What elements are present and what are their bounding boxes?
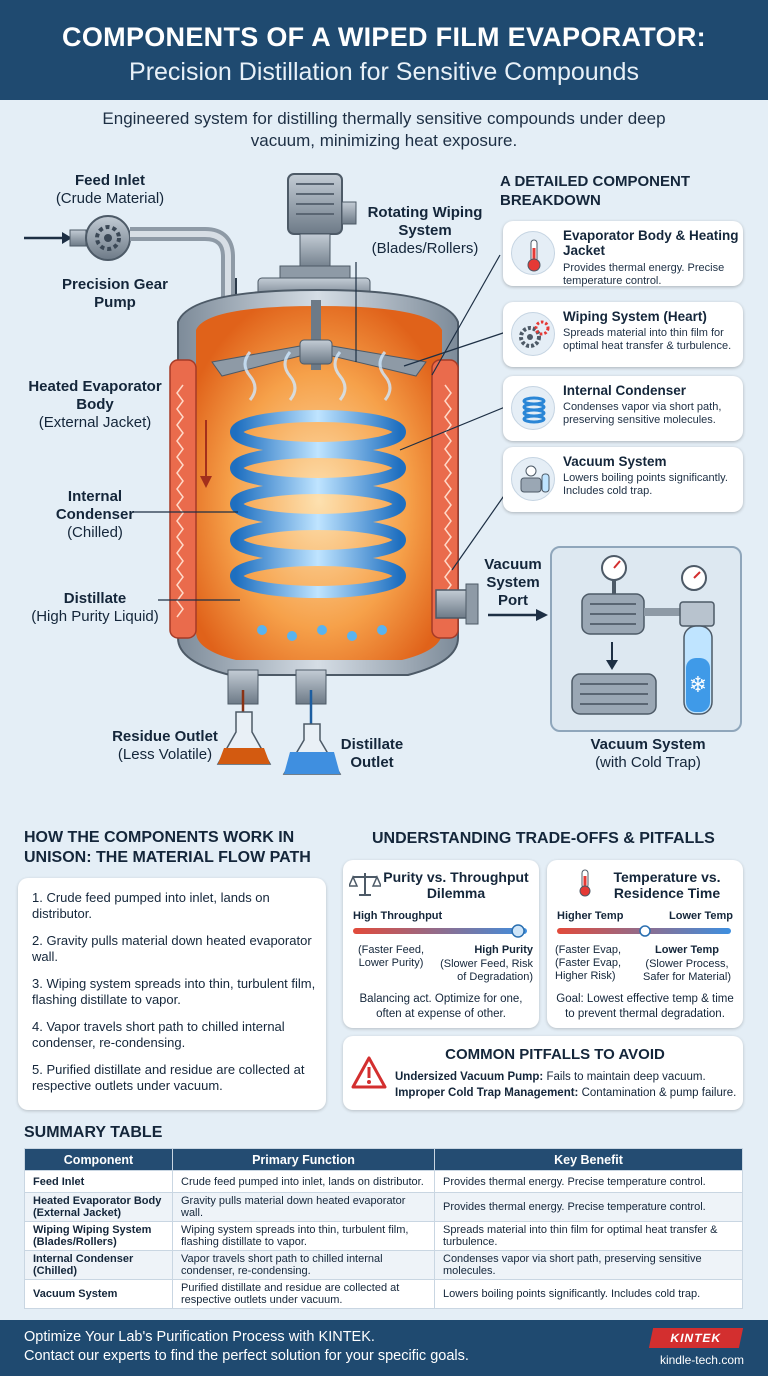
temperature-slider-knob: [639, 925, 651, 937]
table-row: Feed Inlet Crude feed pumped into inlet,…: [24, 1170, 743, 1193]
flow-step: 5. Purified distillate and residue are c…: [32, 1062, 305, 1093]
table-cell: Wiping Wiping System (Blades/Rollers): [24, 1221, 173, 1251]
breakdown-title: A DETAILED COMPONENT BREAKDOWN: [500, 173, 690, 209]
breakdown-card-internal-condenser: Internal Condenser Condenses vapor via s…: [503, 376, 743, 441]
page-title: COMPONENTS OF A WIPED FILM EVAPORATOR:: [62, 22, 706, 52]
breakdown-card-evaporator-body: Evaporator Body & Heating Jacket Provide…: [503, 221, 743, 287]
label-heated-body: Heated Evaporator Body(External Jacket): [28, 378, 162, 431]
table-cell: Crude feed pumped into inlet, lands on d…: [172, 1170, 435, 1193]
breakdown-card-vacuum-system: Vacuum System Lowers boiling points sign…: [503, 447, 743, 512]
thermometer-icon: [579, 869, 591, 897]
label-distillate-outlet: Distillate Outlet: [340, 736, 404, 771]
pump-icon: [511, 457, 555, 501]
label-wiping-system: Rotating Wiping System(Blades/Rollers): [367, 204, 483, 257]
pitfalls-title: COMMON PITFALLS TO AVOID: [445, 1046, 665, 1063]
table-cell: Vapor travels short path to chilled inte…: [172, 1250, 435, 1280]
condenser-coil: [230, 410, 406, 598]
flow-step: 1. Crude feed pumped into inlet, lands o…: [32, 890, 270, 921]
table-row: Internal Condenser (Chilled) Vapor trave…: [24, 1250, 743, 1280]
table-cell: Spreads material into thin film for opti…: [434, 1221, 743, 1251]
label-residue-outlet: Residue Outlet(Less Volatile): [112, 728, 218, 763]
table-cell: Wiping system spreads into thin, turbule…: [172, 1221, 435, 1251]
column-header: Primary Function: [172, 1148, 435, 1171]
footer-url[interactable]: kindle-tech.com: [659, 1353, 744, 1367]
column-header: Key Benefit: [434, 1148, 743, 1171]
table-cell: Purified distillate and residue are coll…: [172, 1279, 435, 1309]
label-internal-condenser: Internal Condenser(Chilled): [55, 488, 135, 541]
table-cell: Condenses vapor via short path, preservi…: [434, 1250, 743, 1280]
gears-icon: [511, 312, 555, 356]
vacuum-system-panel: ❄: [550, 546, 742, 732]
table-cell: Provides thermal energy. Precise tempera…: [434, 1192, 743, 1222]
table-cell: Gravity pulls material down heated evapo…: [172, 1192, 435, 1222]
temperature-residence-card: Temperature vs. Residence Time Higher Te…: [547, 860, 743, 1028]
page-subtitle: Precision Distillation for Sensitive Com…: [129, 58, 639, 86]
table-row: Heated Evaporator Body (External Jacket)…: [24, 1192, 743, 1222]
flow-title: HOW THE COMPONENTS WORK IN UNISON: THE M…: [24, 829, 311, 866]
footer-cta: Optimize Your Lab's Purification Process…: [24, 1329, 469, 1364]
purity-throughput-card: Purity vs. Throughput Dilemma High Throu…: [343, 860, 539, 1028]
label-distillate: Distillate(High Purity Liquid): [31, 590, 159, 625]
header-banner: COMPONENTS OF A WIPED FILM EVAPORATOR: P…: [0, 0, 768, 100]
pitfall-item: Undersized Vacuum Pump: Fails to maintai…: [395, 1071, 706, 1083]
table-cell: Vacuum System: [24, 1279, 173, 1309]
footer-banner: Optimize Your Lab's Purification Process…: [0, 1320, 768, 1376]
label-vacuum-system: Vacuum System(with Cold Trap): [590, 736, 706, 771]
scale-icon: [349, 873, 381, 896]
table-cell: Internal Condenser (Chilled): [24, 1250, 173, 1280]
intro-text: Engineered system for distilling thermal…: [102, 109, 666, 150]
tradeoffs-title: UNDERSTANDING TRADE-OFFS & PITFALLS: [372, 830, 715, 847]
label-vacuum-port: Vacuum System Port: [484, 556, 542, 609]
flow-step: 2. Gravity pulls material down heated ev…: [32, 933, 312, 964]
flow-steps-card: 1. Crude feed pumped into inlet, lands o…: [18, 878, 326, 1110]
kintek-logo: KINTEK: [648, 1328, 744, 1348]
temperature-slider: [557, 925, 731, 937]
table-cell: Heated Evaporator Body (External Jacket): [24, 1192, 173, 1222]
summary-title: SUMMARY TABLE: [24, 1124, 163, 1141]
purity-slider-knob: [511, 924, 525, 938]
coil-icon: [511, 386, 555, 430]
flow-step: 3. Wiping system spreads into thin, turb…: [32, 976, 316, 1007]
pitfall-item: Improper Cold Trap Management: Contamina…: [395, 1087, 737, 1099]
flow-step: 4. Vapor travels short path to chilled i…: [32, 1019, 285, 1050]
table-header-row: Component Primary Function Key Benefit: [24, 1148, 743, 1171]
table-row: Vacuum System Purified distillate and re…: [24, 1279, 743, 1309]
label-gear-pump: Precision Gear Pump: [62, 276, 168, 311]
table-cell: Lowers boiling points significantly. Inc…: [434, 1279, 743, 1309]
vacuum-pump-illustration: ❄: [571, 555, 715, 715]
table-cell: Feed Inlet: [24, 1170, 173, 1193]
svg-text:❄: ❄: [689, 673, 707, 698]
label-feed-inlet: Feed Inlet(Crude Material): [55, 172, 165, 207]
breakdown-card-wiping-system: Wiping System (Heart) Spreads material i…: [503, 302, 743, 367]
table-row: Wiping Wiping System (Blades/Rollers) Wi…: [24, 1221, 743, 1251]
purity-slider: [353, 924, 527, 938]
table-cell: Provides thermal energy. Precise tempera…: [434, 1170, 743, 1193]
thermometer-icon: [511, 231, 555, 275]
column-header: Component: [24, 1148, 173, 1171]
warning-icon: [351, 1056, 387, 1089]
evaporator-diagram: [24, 173, 548, 775]
pitfalls-card: COMMON PITFALLS TO AVOID Undersized Vacu…: [343, 1036, 743, 1110]
summary-table: Component Primary Function Key Benefit F…: [24, 1148, 743, 1309]
